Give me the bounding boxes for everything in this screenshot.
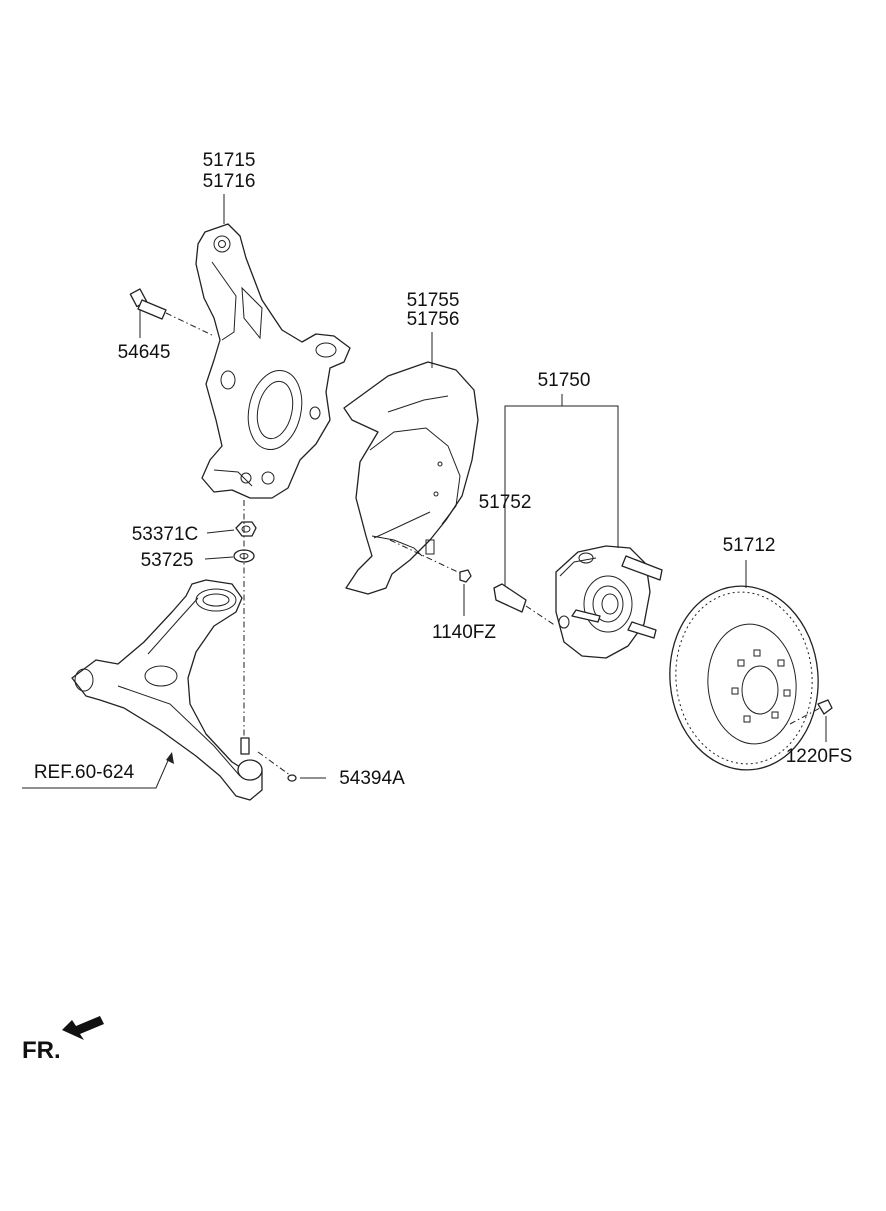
steering-knuckle-part[interactable] xyxy=(195,223,351,499)
callout-51716[interactable]: 51716 xyxy=(203,171,256,192)
lower-arm-ref-leader-line xyxy=(22,755,171,789)
knuckle-nut-part[interactable] xyxy=(235,521,257,537)
dust-cover-screw-part[interactable] xyxy=(389,539,472,583)
callout-51750[interactable]: 51750 xyxy=(538,370,591,391)
hub-assembly-bracket xyxy=(504,394,619,586)
callout-54394a[interactable]: 54394A xyxy=(339,768,405,789)
callout-54645[interactable]: 54645 xyxy=(118,342,171,363)
hub-bolt-part[interactable] xyxy=(493,583,557,627)
callout-53725[interactable]: 53725 xyxy=(141,550,194,571)
callout-51756[interactable]: 51756 xyxy=(407,309,460,330)
disc-screw-part[interactable] xyxy=(789,699,833,725)
washer-leader-line xyxy=(204,556,234,560)
lower-control-arm-part[interactable] xyxy=(71,579,263,801)
dust-cover-part[interactable] xyxy=(343,361,479,595)
callout-1140fz[interactable]: 1140FZ xyxy=(432,622,496,643)
lower-arm-ref-arrowhead xyxy=(166,752,174,764)
callout-1220fs[interactable]: 1220FS xyxy=(786,746,853,767)
callout-51715[interactable]: 51715 xyxy=(203,150,256,171)
hub-bearing-part[interactable] xyxy=(555,545,663,659)
knuckle-bolt-part[interactable] xyxy=(129,288,215,337)
lower-arm-bolt-part[interactable] xyxy=(257,751,297,782)
callout-51712[interactable]: 51712 xyxy=(723,535,776,556)
nut-leader-line xyxy=(206,529,235,534)
front-arrow-icon xyxy=(62,1016,104,1040)
callout-51755[interactable]: 51755 xyxy=(407,290,460,311)
front-direction-indicator: FR. xyxy=(22,1016,104,1064)
callout-51752[interactable]: 51752 xyxy=(479,492,532,513)
callout-ref-60-624[interactable]: REF.60-624 xyxy=(34,762,135,783)
brake-disc-part[interactable] xyxy=(662,580,825,776)
callout-53371c[interactable]: 53371C xyxy=(132,524,199,545)
front-label: FR. xyxy=(22,1037,61,1064)
